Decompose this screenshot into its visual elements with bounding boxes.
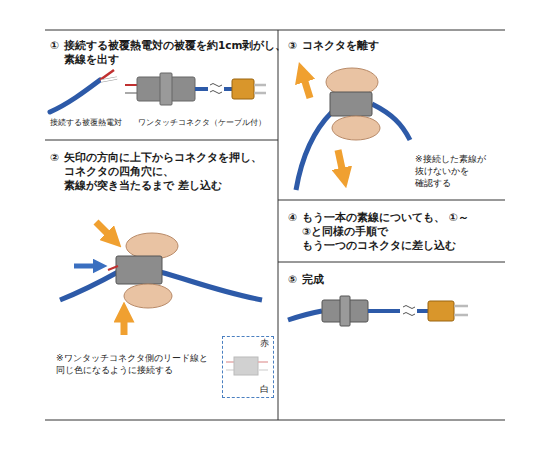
one-touch-connector (125, 73, 266, 105)
hand-releasing-connector (296, 68, 410, 190)
step-instruction: もう一本の素線についても、 ①～③と同様の手順で もう一つのコネクタに差し込む (302, 210, 470, 253)
part-caption: 接続する被覆熱電対 (50, 118, 122, 129)
step-number: ① (50, 38, 59, 52)
step-number: ② (50, 150, 59, 164)
step-instruction: コネクタを離す (302, 38, 379, 52)
part-caption: ワンタッチコネクタ（ケーブル付） (138, 118, 266, 129)
wire-color-label: 白 (259, 385, 270, 395)
stripped-thermocouple (50, 70, 117, 112)
inset-box: 赤白 (222, 336, 274, 398)
step-instruction: 矢印の方向に上下からコネクタを押し、 コネクタの四角穴に、素線が突き当たるまで … (64, 150, 269, 193)
hand-pressing-connector (60, 222, 262, 335)
step-number: ③ (288, 38, 297, 52)
step-number: ④ (288, 210, 297, 224)
step-instruction: 完成 (302, 272, 324, 286)
panel-divider (45, 30, 505, 420)
note: ※接続した素線が 抜けないかを 確認する (415, 153, 493, 189)
step-instruction: 接続する被覆熱電対の被覆を約1cm剥がし、 素線を出す (64, 38, 276, 66)
note: ※ワンタッチコネクタ側のリード線と 同じ色になるように接続する (56, 352, 214, 376)
wire-color-label: 赤 (259, 339, 270, 349)
finished-assembly (288, 296, 468, 326)
step-number: ⑤ (288, 272, 297, 286)
